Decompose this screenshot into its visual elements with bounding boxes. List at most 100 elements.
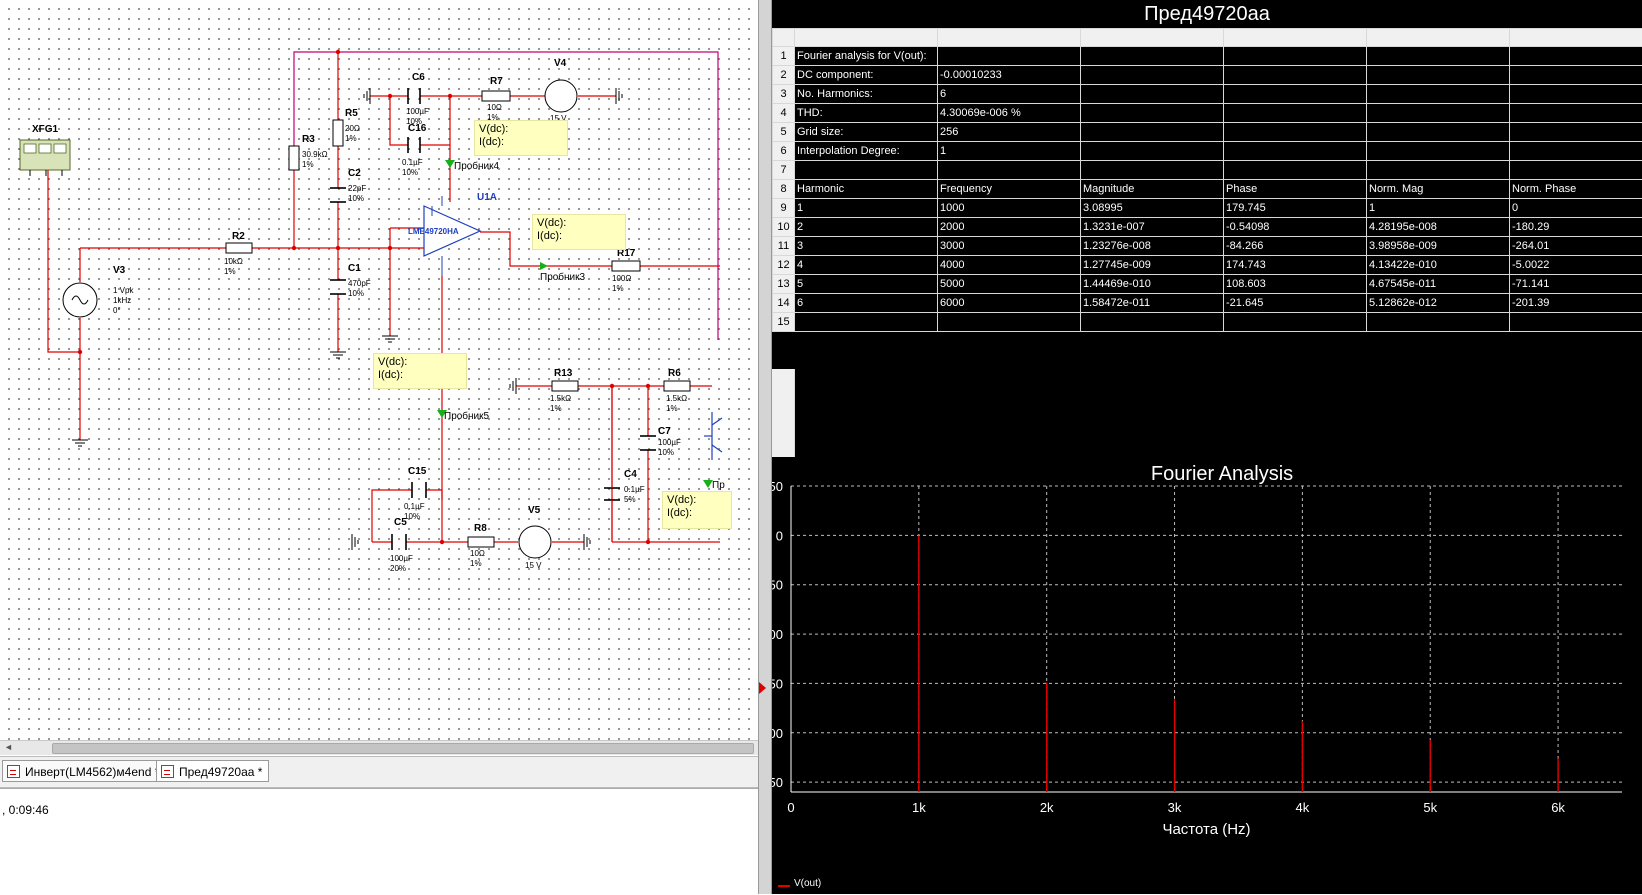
- row-number[interactable]: 1: [773, 47, 795, 66]
- probe-pr-readout[interactable]: V(dc): I(dc):: [662, 491, 732, 529]
- op-amp-symbol: [424, 196, 480, 276]
- row-number[interactable]: 9: [773, 199, 795, 218]
- row-number[interactable]: 4: [773, 104, 795, 123]
- c7-ref: C7: [658, 426, 671, 437]
- table-cell: 256: [938, 123, 1081, 142]
- c4-tolerance: 5%: [624, 495, 636, 504]
- table-cell: Interpolation Degree:: [795, 142, 938, 161]
- table-cell: 4: [795, 256, 938, 275]
- c4-ref: C4: [624, 469, 637, 480]
- table-cell: -84.266: [1224, 237, 1367, 256]
- row-number[interactable]: 12: [773, 256, 795, 275]
- table-cell: [1510, 104, 1642, 123]
- row-number[interactable]: 2: [773, 66, 795, 85]
- c2-tolerance: 10%: [348, 194, 364, 203]
- schematic-file-icon: [7, 765, 20, 778]
- table-row[interactable]: 7: [773, 161, 1642, 180]
- tab-invert-lm4562[interactable]: Инверт(LM4562)м4end *: [2, 760, 166, 782]
- table-cell: [795, 161, 938, 180]
- table-cell: [938, 313, 1081, 332]
- c15-value: 0.1µF: [404, 502, 425, 511]
- horizontal-scrollbar[interactable]: ◄: [0, 740, 760, 755]
- c6-ref: C6: [412, 72, 425, 83]
- column-header-cell[interactable]: [1510, 29, 1642, 47]
- table-cell: 1: [1367, 199, 1510, 218]
- r6-ref: R6: [668, 368, 681, 379]
- column-header-cell[interactable]: [795, 29, 938, 47]
- row-number[interactable]: 11: [773, 237, 795, 256]
- table-row[interactable]: 15: [773, 313, 1642, 332]
- table-cell: 1.44469e-010: [1081, 275, 1224, 294]
- row-number[interactable]: 15: [773, 313, 795, 332]
- spreadsheet-status-area: , 0:09:46: [0, 788, 760, 895]
- scrollbar-thumb[interactable]: [52, 743, 754, 754]
- probe5-name: Пробник5: [444, 410, 490, 422]
- v5-ref: V5: [528, 505, 541, 516]
- column-header-cell[interactable]: [1367, 29, 1510, 47]
- fourier-chart-area[interactable]: 500-50-100-150-200-25001k2k3k4k5k6kЧасто…: [772, 462, 1642, 894]
- row-number[interactable]: 5: [773, 123, 795, 142]
- chart-title: Fourier Analysis: [772, 462, 1642, 486]
- row-number[interactable]: 6: [773, 142, 795, 161]
- row-number[interactable]: 8: [773, 180, 795, 199]
- v3-ref: V3: [113, 265, 126, 276]
- scroll-left-icon[interactable]: ◄: [4, 742, 13, 752]
- table-cell: 174.743: [1224, 256, 1367, 275]
- probe3-current: I(dc):: [537, 230, 621, 243]
- table-cell: [1081, 47, 1224, 66]
- row-number[interactable]: 13: [773, 275, 795, 294]
- fourier-chart[interactable]: 500-50-100-150-200-25001k2k3k4k5k6kЧасто…: [772, 462, 1642, 894]
- row-number[interactable]: 10: [773, 218, 795, 237]
- document-tab-bar: Инверт(LM4562)м4end * Пред49720aa *: [0, 756, 760, 788]
- chart-legend[interactable]: V(out): [778, 878, 821, 889]
- probe3-readout[interactable]: V(dc): I(dc):: [532, 214, 626, 250]
- table-cell: [1510, 123, 1642, 142]
- table-cell: 2000: [938, 218, 1081, 237]
- table-cell: [1081, 66, 1224, 85]
- c7-tolerance: 10%: [658, 448, 674, 457]
- column-header-cell[interactable]: [1224, 29, 1367, 47]
- row-number[interactable]: 14: [773, 294, 795, 313]
- table-cell: 1000: [938, 199, 1081, 218]
- y-tick-label: 0: [776, 528, 783, 543]
- table-cell: Phase: [1224, 180, 1367, 199]
- probe3-name: Пробник3: [540, 271, 586, 283]
- r8-value: 10Ω: [470, 549, 485, 558]
- table-cell: Harmonic: [795, 180, 938, 199]
- table-cell: 6000: [938, 294, 1081, 313]
- table-cell: [1510, 161, 1642, 180]
- r5-value: 20Ω: [345, 124, 360, 133]
- probe4-readout[interactable]: V(dc): I(dc):: [474, 120, 568, 156]
- tab-pred49720aa[interactable]: Пред49720aa *: [156, 760, 269, 782]
- row-number[interactable]: 7: [773, 161, 795, 180]
- schematic-canvas[interactable]: XFG1 R3 30.9kΩ 1% R5 20Ω 1% C6 100µF 10%…: [0, 0, 760, 740]
- c6-value: 100µF: [406, 107, 429, 116]
- table-cell: [1510, 47, 1642, 66]
- column-header-cell[interactable]: [938, 29, 1081, 47]
- column-header-cell[interactable]: [1081, 29, 1224, 47]
- corner-cell[interactable]: [773, 29, 795, 47]
- y-tick-label: -100: [772, 627, 783, 642]
- row-number[interactable]: 3: [773, 85, 795, 104]
- probe5-readout[interactable]: V(dc): I(dc):: [373, 353, 467, 389]
- pane-splitter[interactable]: [758, 0, 772, 894]
- v4-ref: V4: [554, 58, 567, 69]
- c2-value: 22pF: [348, 184, 366, 193]
- r17-value: 100Ω: [612, 274, 631, 283]
- x-tick-label: 3k: [1168, 800, 1182, 815]
